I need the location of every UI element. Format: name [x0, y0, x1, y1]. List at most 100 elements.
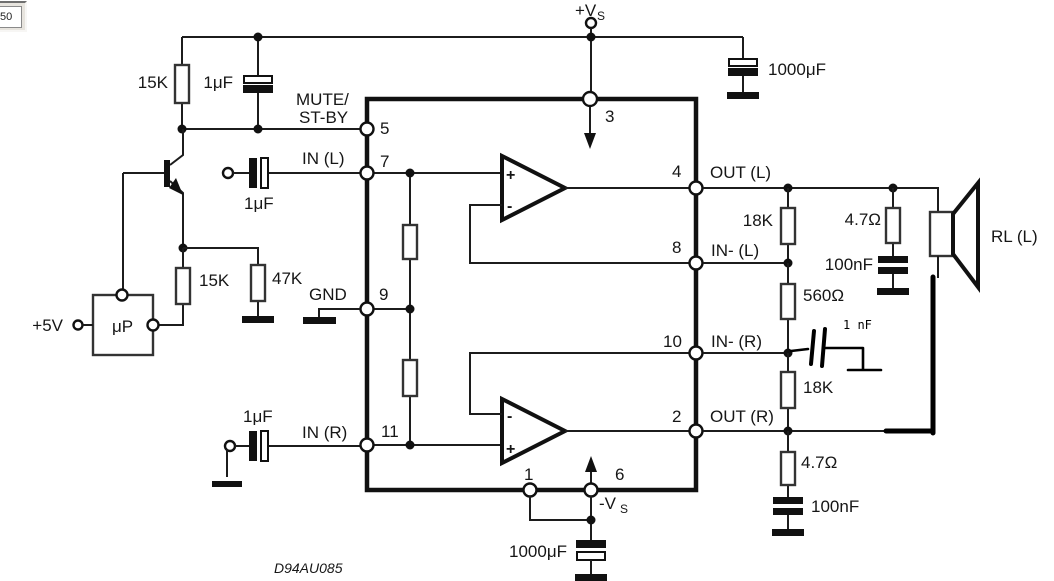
in-minus-right-net: IN- (R)	[703, 332, 793, 358]
pin-2	[688, 423, 704, 439]
plus5v-label: +5V	[32, 316, 63, 335]
zoom-value-field[interactable]: 50	[0, 1, 27, 32]
pin5-number: 5	[380, 119, 389, 138]
cap-plate	[820, 327, 827, 368]
cap-plate-hollow	[728, 58, 758, 67]
ground-bar	[303, 317, 336, 324]
input-label: IN (R)	[302, 423, 347, 442]
opamp-plus-sign: +	[506, 167, 515, 184]
pin6-arrow-head	[585, 456, 597, 472]
pin10-number: 10	[663, 332, 682, 351]
pin-3	[581, 90, 599, 108]
drawing-code: D94AU085	[274, 560, 343, 576]
capacitor-1uf-mute: 1μF	[203, 32, 273, 129]
resistor-body	[779, 206, 797, 246]
pin-5	[359, 121, 375, 137]
resistor-value: 560Ω	[803, 286, 844, 305]
mute-net: MUTE/ ST-BY	[177, 90, 360, 134]
resistor-leads	[159, 248, 184, 326]
pin8-number: 8	[672, 238, 681, 257]
cap-plate-hollow	[243, 75, 273, 84]
zoom-value-text: 50	[0, 6, 22, 28]
ground-bar	[575, 574, 607, 581]
junction-dot	[253, 124, 263, 134]
pin6-number: 6	[615, 465, 624, 484]
input-left: IN (L) 1μF	[221, 149, 360, 213]
ground-bar	[772, 529, 804, 536]
out-right-label: OUT (R)	[710, 407, 774, 426]
opamp-minus-sign: -	[507, 408, 512, 425]
opamp-minus-sign: -	[507, 198, 512, 215]
cap-ground-lead	[824, 346, 883, 372]
opamp-right-feedback-wire	[469, 352, 690, 415]
junction-dot	[405, 440, 415, 450]
resistor-body	[249, 263, 267, 303]
pin11-number: 11	[381, 422, 399, 441]
cap-plate-solid	[249, 158, 257, 188]
resistor-value: 18K	[803, 378, 834, 397]
input-terminal	[221, 166, 235, 180]
amplifier-ic: + - - + 5 7 3 4	[359, 90, 704, 498]
junction-dot	[405, 304, 415, 314]
pin2-number: 2	[672, 407, 681, 426]
pin-11	[359, 437, 375, 453]
resistor-value: 4.7Ω	[801, 453, 837, 472]
resistor-body	[779, 450, 797, 487]
pin-1	[522, 482, 538, 498]
cap-plate	[773, 508, 803, 515]
resistor-560: 560Ω	[779, 263, 844, 353]
pin-4	[688, 180, 704, 196]
junction-dot	[405, 168, 415, 178]
npn-transistor	[122, 129, 188, 290]
input-wire	[226, 445, 360, 477]
vs-plus-label: +V	[575, 1, 597, 20]
in-minus-right-label: IN- (R)	[711, 332, 762, 351]
opamp-plus-sign: +	[506, 441, 515, 458]
vs-minus-subscript: S	[620, 502, 628, 516]
vs-minus-leads	[529, 496, 592, 540]
cap-plate	[878, 256, 908, 263]
gnd-label: GND	[309, 285, 347, 304]
cap-plate-solid	[249, 431, 257, 461]
base-lead	[122, 172, 164, 290]
out-left-net: OUT (L)	[703, 163, 939, 212]
pin-7	[359, 165, 375, 181]
cap-plate-solid	[728, 68, 758, 76]
zobel-right: 4.7Ω 100nF	[772, 431, 859, 536]
collector-lead	[169, 129, 184, 166]
vs-plus-subscript: S	[597, 9, 605, 23]
resistor-value: 15K	[199, 271, 230, 290]
pin7-number: 7	[380, 152, 389, 171]
cap-value: 1000μF	[509, 542, 567, 561]
pin-8	[688, 255, 704, 271]
cap-plate-hollow	[576, 551, 606, 561]
resistor-body	[174, 266, 192, 306]
resistor-47k: 47K	[183, 247, 303, 323]
hand-drawn-bridge-wire	[883, 274, 936, 436]
in-minus-left-net: IN- (L)	[703, 241, 793, 268]
resistor-value: 4.7Ω	[845, 210, 881, 229]
cap-plate-solid	[576, 540, 606, 548]
opamp-right-channel	[500, 395, 570, 467]
zobel-left: 4.7Ω 100nF	[825, 188, 909, 295]
internal-resistor-bottom	[401, 358, 419, 398]
resistor-body	[173, 63, 191, 105]
pin9-number: 9	[379, 285, 388, 304]
plus5v-terminal	[72, 319, 84, 331]
hand-drawn-1nf-cap: 1 nF	[789, 318, 883, 372]
speaker-load: RL (L)	[928, 177, 1038, 293]
pin-10	[688, 345, 704, 361]
resistor-value: 47K	[272, 269, 303, 288]
emitter-arrow	[169, 178, 183, 195]
cap-value: 100nF	[825, 255, 873, 274]
vs-minus-label: -V	[599, 494, 617, 513]
cap-value: 1μF	[244, 194, 274, 213]
ground-bar	[877, 288, 909, 295]
positive-supply-net: +V S	[182, 1, 743, 92]
cap-plate	[773, 497, 803, 504]
resistor-15k-emitter: 15K	[159, 248, 230, 326]
cap-plate	[809, 329, 816, 366]
resistor-18k-right: 18K	[779, 353, 834, 431]
out-left-wire	[703, 187, 939, 212]
